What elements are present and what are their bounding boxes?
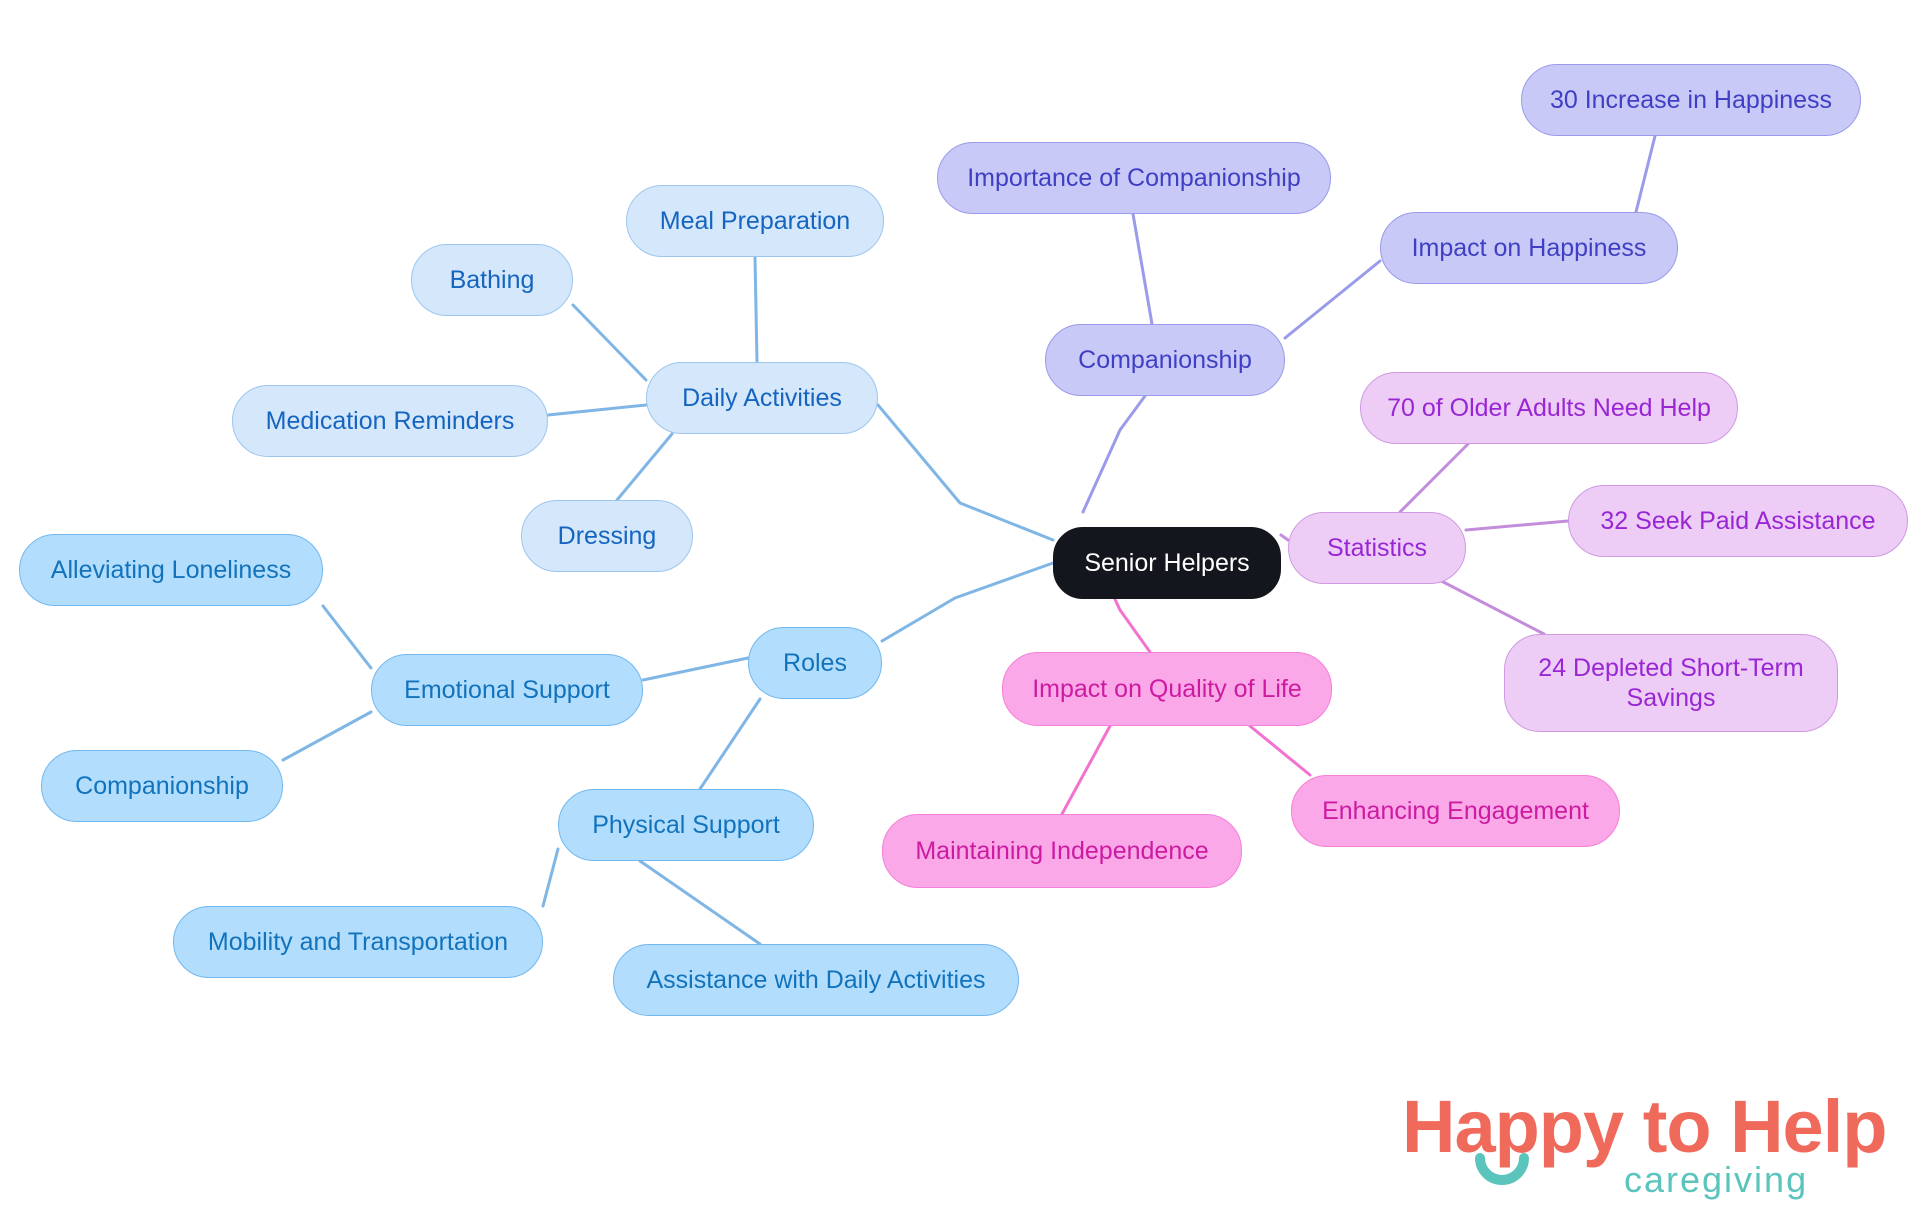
mindmap-node-importance-companionship[interactable]: Importance of Companionship bbox=[937, 142, 1331, 214]
mindmap-node-daily-activities[interactable]: Daily Activities bbox=[646, 362, 878, 434]
mindmap-node-enhancing-engagement[interactable]: Enhancing Engagement bbox=[1291, 775, 1620, 847]
node-label: Medication Reminders bbox=[265, 406, 515, 435]
mindmap-node-medication-reminders[interactable]: Medication Reminders bbox=[232, 385, 548, 457]
logo-svg: Happy to Help caregiving bbox=[1402, 1085, 1887, 1200]
node-label: Mobility and Transportation bbox=[207, 927, 509, 956]
node-label: Meal Preparation bbox=[659, 206, 851, 235]
edge-roles-to-emotional_support bbox=[641, 656, 750, 682]
node-label: Physical Support bbox=[592, 810, 780, 839]
mindmap-node-physical-support[interactable]: Physical Support bbox=[558, 789, 814, 861]
mindmap-node-bathing[interactable]: Bathing bbox=[411, 244, 573, 316]
mindmap-node-increase-happiness[interactable]: 30 Increase in Happiness bbox=[1521, 64, 1861, 136]
node-label: Emotional Support bbox=[404, 675, 610, 704]
edge-root-to-roles bbox=[880, 561, 1055, 643]
logo-wordmark: Happy to Help bbox=[1402, 1086, 1886, 1168]
node-label: Maintaining Independence bbox=[915, 836, 1209, 865]
mindmap-node-older-adults-help[interactable]: 70 of Older Adults Need Help bbox=[1360, 372, 1738, 444]
mindmap-node-depleted-savings[interactable]: 24 Depleted Short-Term Savings bbox=[1504, 634, 1838, 732]
mindmap-node-emotional-support[interactable]: Emotional Support bbox=[371, 654, 643, 726]
mindmap-node-mobility-transport[interactable]: Mobility and Transportation bbox=[173, 906, 543, 978]
edge-roles-to-physical_support bbox=[698, 697, 762, 791]
mindmap-node-impact-quality-life[interactable]: Impact on Quality of Life bbox=[1002, 652, 1332, 726]
node-label: Dressing bbox=[557, 521, 657, 550]
node-label: Alleviating Loneliness bbox=[50, 555, 292, 584]
edge-daily_activities-to-medication_reminders bbox=[546, 403, 648, 417]
mindmap-node-statistics[interactable]: Statistics bbox=[1288, 512, 1466, 584]
node-label: Companionship bbox=[75, 771, 249, 800]
edge-statistics-to-seek_paid_assistance bbox=[1464, 519, 1570, 532]
mindmap-node-alleviating-loneliness[interactable]: Alleviating Loneliness bbox=[19, 534, 323, 606]
mindmap-node-dressing[interactable]: Dressing bbox=[521, 500, 693, 572]
mindmap-node-meal-preparation[interactable]: Meal Preparation bbox=[626, 185, 884, 257]
smile-icon bbox=[1475, 1153, 1529, 1185]
edge-root-to-statistics bbox=[1279, 533, 1290, 542]
mindmap-node-seek-paid-assistance[interactable]: 32 Seek Paid Assistance bbox=[1568, 485, 1908, 557]
node-label: Statistics bbox=[1326, 533, 1428, 562]
node-label: Senior Helpers bbox=[1084, 548, 1250, 577]
node-label: Impact on Quality of Life bbox=[1032, 674, 1302, 703]
edge-daily_activities-to-bathing bbox=[571, 303, 648, 382]
node-label: 32 Seek Paid Assistance bbox=[1600, 506, 1876, 535]
mindmap-node-roles[interactable]: Roles bbox=[748, 627, 882, 699]
node-label: 24 Depleted Short-Term Savings bbox=[1538, 653, 1804, 713]
mindmap-node-companionship[interactable]: Companionship bbox=[1045, 324, 1285, 396]
edge-impact_quality_life-to-maintaining_independence bbox=[1060, 724, 1112, 816]
edge-root-to-companionship bbox=[1081, 394, 1147, 514]
brand-logo: Happy to Help caregiving bbox=[1402, 1085, 1902, 1204]
node-label: Assistance with Daily Activities bbox=[646, 965, 986, 994]
edge-emotional_support-to-alleviating_loneliness bbox=[321, 604, 373, 670]
node-label: Importance of Companionship bbox=[967, 163, 1301, 192]
node-label: Roles bbox=[783, 648, 847, 677]
node-label: Impact on Happiness bbox=[1411, 233, 1647, 262]
node-label: Enhancing Engagement bbox=[1322, 796, 1589, 825]
edge-daily_activities-to-meal_preparation bbox=[753, 255, 759, 364]
edge-physical_support-to-assistance_daily bbox=[638, 859, 762, 946]
logo-tagline: caregiving bbox=[1624, 1159, 1808, 1200]
edge-companionship-to-impact_happiness bbox=[1283, 259, 1382, 340]
mindmap-node-impact-happiness[interactable]: Impact on Happiness bbox=[1380, 212, 1678, 284]
edge-emotional_support-to-companionship_support bbox=[281, 710, 373, 762]
mindmap-node-maintaining-independence[interactable]: Maintaining Independence bbox=[882, 814, 1242, 888]
mindmap-node-assistance-daily[interactable]: Assistance with Daily Activities bbox=[613, 944, 1019, 1016]
edge-daily_activities-to-dressing bbox=[615, 432, 674, 502]
node-label: Companionship bbox=[1078, 345, 1252, 374]
edge-statistics-to-older_adults_help bbox=[1398, 442, 1470, 514]
node-label: Bathing bbox=[449, 265, 535, 294]
mindmap-node-companionship-support[interactable]: Companionship bbox=[41, 750, 283, 822]
mindmap-node-root[interactable]: Senior Helpers bbox=[1053, 527, 1281, 599]
node-label: 70 of Older Adults Need Help bbox=[1387, 393, 1711, 422]
node-label: 30 Increase in Happiness bbox=[1549, 85, 1833, 114]
edge-impact_quality_life-to-enhancing_engagement bbox=[1248, 724, 1312, 777]
edge-companionship-to-importance_companionship bbox=[1131, 212, 1154, 326]
edge-physical_support-to-mobility_transport bbox=[541, 847, 560, 908]
node-label: Daily Activities bbox=[682, 383, 842, 412]
edge-root-to-daily_activities bbox=[876, 403, 1055, 542]
edge-impact_happiness-to-increase_happiness bbox=[1634, 134, 1657, 214]
